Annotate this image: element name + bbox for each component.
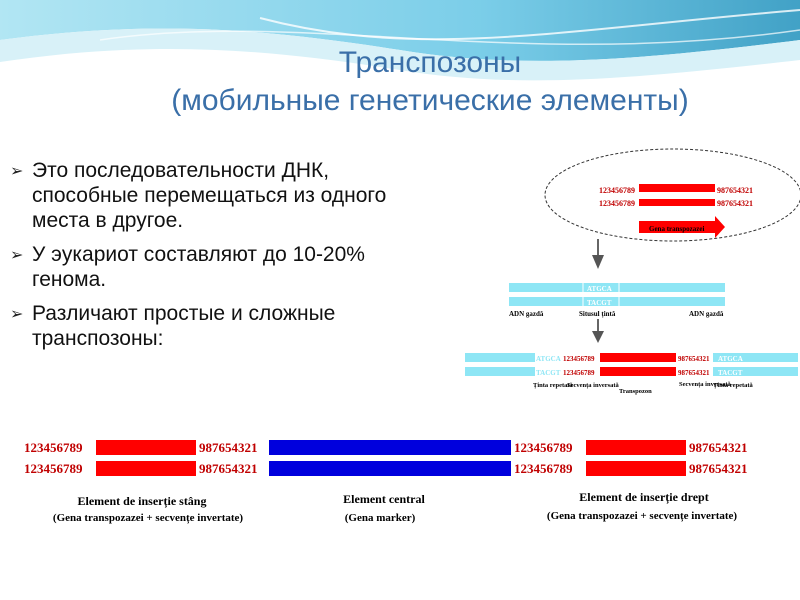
arrow-bullet-icon: ➢ — [10, 306, 24, 323]
seq-label: 123456789 — [599, 199, 635, 208]
seq-label: 987654321 — [199, 440, 258, 455]
caption-label: Ținta repetată — [533, 382, 574, 389]
seq-label: 987654321 — [689, 461, 748, 476]
bullet-list: ➢ Это последовательности ДНК, способные п… — [10, 158, 420, 360]
element-subtitle: (Gena transpozazei + secvențe invertate) — [547, 510, 737, 522]
blue-strand — [269, 440, 511, 455]
element-title: Element central — [343, 492, 425, 506]
red-strand — [586, 461, 686, 476]
seq-label: 987654321 — [717, 186, 753, 195]
down-arrow — [597, 239, 599, 257]
element-title: Element de inserție stâng — [78, 494, 207, 509]
caption-label: Secvența inversată — [567, 382, 620, 389]
target-seq: TACGT — [587, 299, 612, 307]
down-arrow — [597, 319, 599, 333]
arrow-bullet-icon: ➢ — [10, 247, 24, 264]
host-label: ADN gazdă — [689, 310, 724, 318]
seq-label: 123456789 — [599, 186, 635, 195]
down-arrow-head — [592, 255, 604, 269]
target-seq: ATGCA — [587, 285, 612, 293]
seq-label: 123456789 — [563, 369, 595, 377]
complex-transposon-diagram: 123456789 987654321 123456789 987654321 … — [22, 430, 767, 530]
target-seq: TACGT — [536, 369, 561, 377]
slide-title: Транспозоны (мобильные генетические элем… — [0, 44, 800, 120]
host-dna-strand — [509, 297, 725, 306]
seq-label: 987654321 — [678, 369, 710, 377]
host-dna-strand — [713, 353, 798, 362]
host-dna-strand — [465, 353, 535, 362]
host-dna-strand — [713, 367, 798, 376]
element-title: Element de inserție drept — [579, 490, 708, 505]
seq-label: 987654321 — [717, 199, 753, 208]
blue-strand — [269, 461, 511, 476]
seq-label: 987654321 — [199, 461, 258, 476]
target-seq: ATGCA — [718, 355, 743, 363]
bullet-item: ➢ У эукариот составляют до 10-20% генома. — [10, 242, 420, 292]
bullet-text: У эукариот составляют до 10-20% генома. — [32, 243, 365, 291]
gene-arrow — [639, 216, 725, 238]
seq-label: 123456789 — [514, 440, 573, 455]
red-strand — [96, 461, 196, 476]
transposon-ellipse — [544, 148, 800, 242]
red-strand — [96, 440, 196, 455]
red-strand — [639, 199, 715, 206]
bullet-item: ➢ Это последовательности ДНК, способные п… — [10, 158, 420, 233]
caption-label: Ținta repetată — [713, 382, 754, 389]
host-dna-strand — [509, 283, 725, 292]
caption-label: Transpozon — [619, 388, 652, 395]
seq-label: 123456789 — [563, 355, 595, 363]
red-strand — [600, 367, 676, 376]
host-label: ADN gazdă — [509, 310, 544, 318]
bullet-item: ➢ Различают простые и сложные транспозоны… — [10, 301, 420, 351]
target-seq: TACGT — [718, 369, 743, 377]
bullet-text: Различают простые и сложные транспозоны: — [32, 302, 336, 350]
element-subtitle: (Gena transpozazei + secvențe invertate) — [53, 512, 243, 524]
red-strand — [600, 353, 676, 362]
bullet-text: Это последовательности ДНК, способные пе… — [32, 159, 387, 232]
red-strand — [586, 440, 686, 455]
seq-label: 987654321 — [678, 355, 710, 363]
element-subtitle: (Gena marker) — [345, 512, 416, 524]
seq-label: 123456789 — [514, 461, 573, 476]
transposon-insertion-diagram: 123456789 987654321 123456789 987654321 … — [463, 143, 800, 403]
target-site — [582, 281, 620, 308]
seq-label: 123456789 — [24, 461, 83, 476]
down-arrow-head — [592, 331, 604, 343]
title-line-1: Транспозоны — [338, 46, 522, 79]
target-seq: ATGCA — [536, 355, 561, 363]
decorative-wave — [0, 0, 800, 81]
title-line-2: (мобильные генетические элементы) — [171, 84, 689, 117]
seq-label: 987654321 — [689, 440, 748, 455]
caption-label: Secvența inversată — [679, 381, 732, 388]
seq-label: 123456789 — [24, 440, 83, 455]
red-strand — [639, 184, 715, 192]
target-label: Situsul țintă — [579, 310, 616, 318]
gene-label: Gena transpozazei — [649, 225, 704, 233]
host-dna-strand — [465, 367, 535, 376]
arrow-bullet-icon: ➢ — [10, 163, 24, 180]
